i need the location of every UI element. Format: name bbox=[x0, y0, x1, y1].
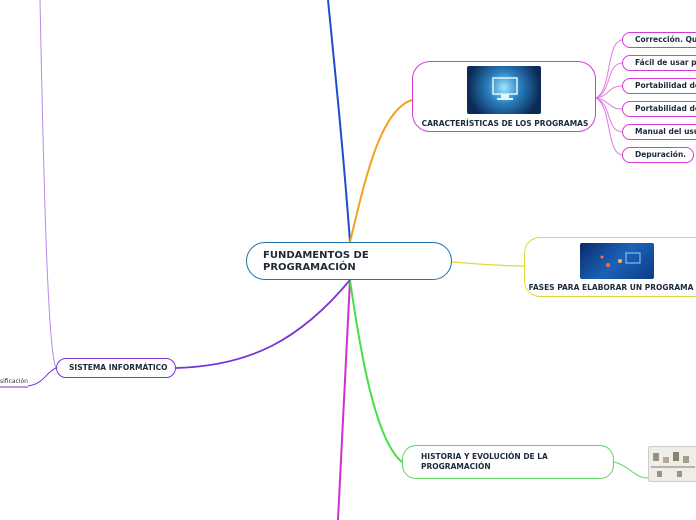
leaf-depuracion[interactable]: Depuración. bbox=[622, 147, 694, 163]
sistema-label: SISTEMA INFORMÁTICO bbox=[69, 363, 168, 372]
leaf-portabilidad-2[interactable]: Portabilidad de bbox=[622, 101, 696, 117]
leaf-label: Corrección. Que bbox=[635, 35, 696, 44]
historia-label-line2: PROGRAMACIÓN bbox=[421, 462, 491, 471]
code-image bbox=[580, 243, 654, 279]
leaf-label: Depuración. bbox=[635, 150, 687, 159]
central-node[interactable]: FUNDAMENTOS DE PROGRAMACIÓN bbox=[246, 242, 452, 280]
leaf-portabilidad-1[interactable]: Portabilidad de bbox=[622, 78, 696, 94]
caracteristicas-label: CARACTERÍSTICAS DE LOS PROGRAMAS bbox=[421, 119, 589, 128]
leaf-label: Portabilidad de bbox=[635, 104, 696, 113]
leaf-manual-usuario[interactable]: Manual del usua bbox=[622, 124, 696, 140]
fases-node[interactable]: FASES PARA ELABORAR UN PROGRAMA bbox=[524, 237, 696, 297]
leaf-label: Fácil de usar par bbox=[635, 58, 696, 67]
timeline-image bbox=[648, 446, 696, 482]
historia-label-line1: HISTORIA Y EVOLUCIÓN DE LA bbox=[421, 452, 548, 461]
caracteristicas-node[interactable]: CARACTERÍSTICAS DE LOS PROGRAMAS bbox=[412, 61, 596, 132]
historia-node[interactable]: HISTORIA Y EVOLUCIÓN DE LA PROGRAMACIÓN bbox=[402, 445, 614, 479]
leaf-label: Manual del usua bbox=[635, 127, 696, 136]
sistema-child-label[interactable]: sificación bbox=[0, 378, 28, 385]
leaf-label: Portabilidad de bbox=[635, 81, 696, 90]
sistema-node[interactable]: SISTEMA INFORMÁTICO bbox=[56, 358, 176, 378]
central-title-line2: PROGRAMACIÓN bbox=[263, 262, 356, 273]
leaf-correccion[interactable]: Corrección. Que bbox=[622, 32, 696, 48]
central-title-line1: FUNDAMENTOS DE bbox=[263, 250, 369, 261]
leaf-facil-de-usar[interactable]: Fácil de usar par bbox=[622, 55, 696, 71]
fases-label: FASES PARA ELABORAR UN PROGRAMA bbox=[528, 283, 694, 292]
computer-image bbox=[467, 66, 541, 114]
